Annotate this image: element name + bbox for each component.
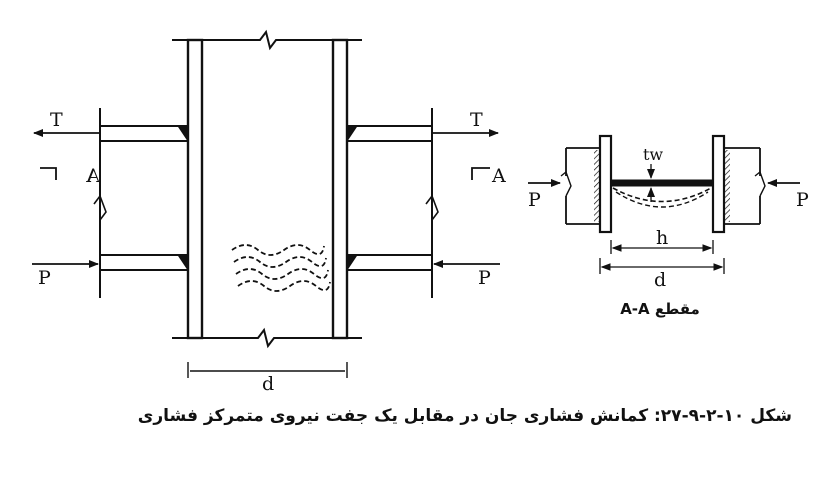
figure-caption: شکل ۱۰-۲-۹-۲۷: کمانش فشاری جان در مقابل … bbox=[137, 406, 792, 426]
section-right-beam bbox=[724, 147, 761, 225]
web-buckling-waves bbox=[231, 244, 331, 292]
left-beam-top-flange bbox=[99, 125, 189, 142]
section-AA bbox=[528, 134, 800, 274]
label-A-right: A bbox=[491, 165, 506, 187]
right-weld-top bbox=[346, 125, 358, 143]
right-flange bbox=[331, 38, 349, 340]
section-left-beam bbox=[565, 147, 600, 225]
label-A-left: A bbox=[86, 165, 101, 187]
section-mark-right bbox=[471, 167, 490, 180]
section-mark-left bbox=[40, 167, 57, 180]
section-label-P-left: P bbox=[528, 189, 541, 211]
section-right-flange bbox=[711, 134, 726, 234]
web-buckling-diagram: T T A A P P d bbox=[32, 29, 809, 395]
right-beam bbox=[346, 108, 439, 298]
column-elevation bbox=[32, 29, 500, 378]
column-bottom-break bbox=[172, 327, 362, 349]
label-P-left: P bbox=[38, 267, 51, 289]
right-weld-bottom bbox=[346, 254, 358, 272]
left-weld-bottom bbox=[177, 254, 189, 272]
label-d-section: d bbox=[654, 269, 666, 291]
label-tw: tw bbox=[643, 145, 663, 164]
section-web bbox=[610, 179, 714, 187]
label-d-elevation: d bbox=[262, 373, 274, 395]
section-right-hatch bbox=[724, 150, 730, 222]
left-flange bbox=[186, 38, 204, 340]
section-label-P-right: P bbox=[796, 189, 809, 211]
section-buckled-web bbox=[612, 187, 712, 203]
left-beam-end-break bbox=[93, 194, 107, 221]
right-beam-bottom-flange bbox=[346, 254, 433, 271]
section-left-hatch bbox=[594, 150, 600, 222]
left-beam bbox=[93, 108, 189, 298]
left-weld-top bbox=[177, 125, 189, 143]
label-T-left: T bbox=[50, 109, 63, 131]
column-top-break bbox=[172, 29, 362, 51]
section-title: مقطع A-A bbox=[620, 300, 700, 318]
label-T-right: T bbox=[470, 109, 483, 131]
right-beam-top-flange bbox=[346, 125, 433, 142]
label-h: h bbox=[656, 227, 668, 249]
label-P-right: P bbox=[478, 267, 491, 289]
right-beam-end-break bbox=[425, 194, 439, 221]
left-beam-bottom-flange bbox=[99, 254, 189, 271]
section-left-flange bbox=[598, 134, 613, 234]
